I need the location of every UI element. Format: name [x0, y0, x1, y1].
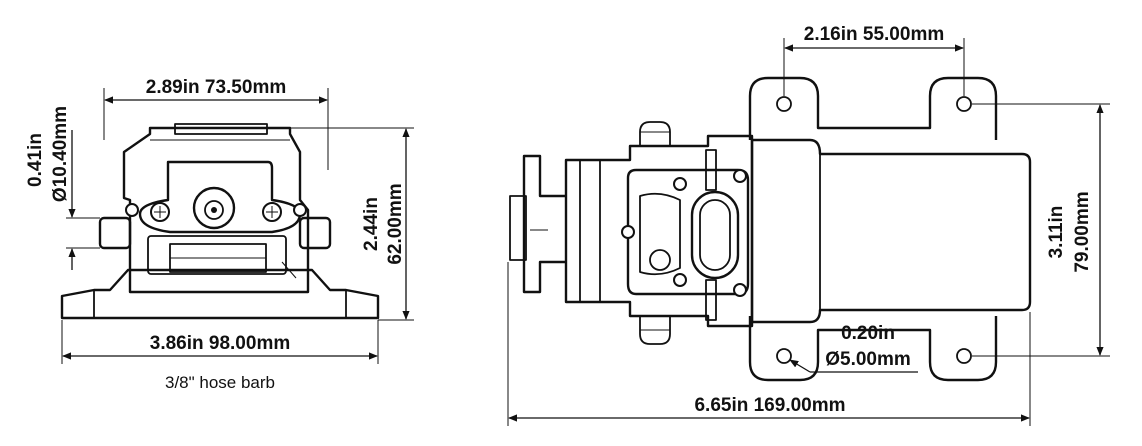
side-length-dimension: 6.65in 169.00mm	[507, 262, 1031, 426]
front-inlet-mm-label: Ø10.40mm	[50, 106, 71, 202]
front-base-plate	[60, 268, 380, 320]
front-pressure-switch	[192, 186, 236, 230]
front-width-label: 2.89in 73.50mm	[146, 77, 286, 98]
side-hole-mm-label: Ø5.00mm	[825, 349, 911, 370]
mount-hole-top-right	[956, 96, 972, 112]
side-view	[509, 76, 1032, 382]
side-motor-body	[750, 138, 1032, 324]
front-base-width-label: 3.86in 98.00mm	[150, 333, 290, 354]
side-height-in-label: 3.11in	[1046, 206, 1067, 259]
side-inlet-connector	[522, 154, 566, 294]
side-hole-in-label: 0.20in	[841, 323, 895, 344]
front-inlet-dimension: 0.41in Ø10.40mm	[25, 106, 100, 270]
front-view	[60, 123, 380, 320]
front-width-dimension: 2.89in 73.50mm	[103, 77, 329, 170]
side-height-dimension: 3.11in 79.00mm	[972, 103, 1110, 357]
side-length-label: 6.65in 169.00mm	[694, 395, 845, 416]
side-hole-dimension: 0.20in Ø5.00mm	[789, 323, 918, 373]
mount-hole-bottom-right	[956, 348, 972, 364]
side-bracket-bottom	[748, 316, 998, 382]
mount-hole-bottom-left	[776, 348, 792, 364]
hose-barb-label: 3/8" hose barb	[165, 373, 275, 392]
front-inlet-left	[98, 216, 132, 250]
front-height-in-label: 2.44in	[361, 197, 382, 251]
front-height-mm-label: 62.00mm	[385, 183, 406, 264]
front-height-dimension: 2.44in 62.00mm	[268, 127, 414, 321]
side-bracket-top	[748, 76, 998, 140]
front-inlet-right	[298, 216, 332, 250]
mount-hole-top-left	[776, 96, 792, 112]
side-mount-spacing-dimension: 2.16in 55.00mm	[783, 24, 965, 96]
front-base-dimension: 3.86in 98.00mm 3/8" hose barb	[61, 320, 379, 392]
side-mount-spacing-label: 2.16in 55.00mm	[804, 24, 944, 45]
side-face-plate	[626, 168, 750, 296]
side-height-mm-label: 79.00mm	[1072, 191, 1093, 272]
side-pump-head	[564, 134, 754, 328]
front-inlet-in-label: 0.41in	[25, 133, 46, 187]
front-gasket-plate	[138, 160, 302, 234]
side-pressure-switch	[690, 190, 740, 280]
